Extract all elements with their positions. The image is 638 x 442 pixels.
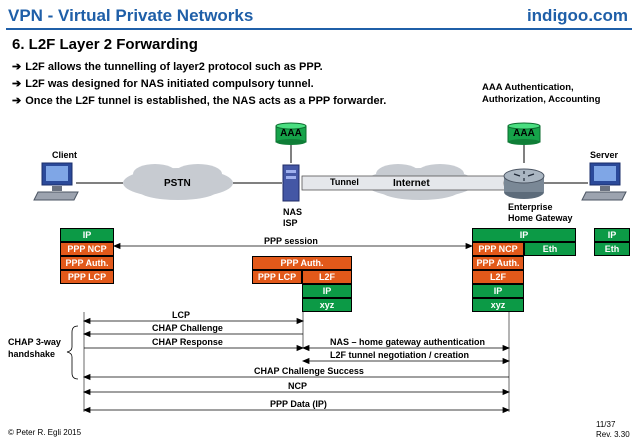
client-stack-ip: IP (60, 228, 114, 242)
router-icon (503, 168, 545, 199)
brand-logo-text: indigoo.com (526, 6, 628, 25)
nas-stack-xyz: xyz (302, 298, 352, 312)
aaa-database-icon-gateway (507, 122, 541, 145)
msg-chap-response: CHAP Response (152, 337, 223, 347)
gw-stack-xyz: xyz (472, 298, 524, 312)
msg-chap-success: CHAP Challenge Success (254, 366, 364, 376)
nas-device-icon (282, 164, 300, 202)
gateway-label: Enterprise Home Gateway (508, 202, 573, 223)
nas-stack-ppp-auth: PPP Auth. (252, 256, 352, 270)
aaa-label-nas: AAA (280, 128, 302, 139)
bullet-1: ➔L2F allows the tunnelling of layer2 pro… (12, 61, 323, 73)
nas-stack-l2f: L2F (302, 270, 352, 284)
server-stack-eth: Eth (594, 242, 630, 256)
revision: Rev. 3.30 (596, 430, 630, 439)
msg-nas-auth: NAS – home gateway authentication (330, 337, 486, 347)
page-number: 11/37 (596, 420, 616, 429)
aaa-note: AAA Authentication, Authorization, Accou… (482, 82, 601, 105)
nas-stack-ip: IP (302, 284, 352, 298)
nas-stack-ppp-lcp: PPP LCP (252, 270, 302, 284)
client-stack-ppp-lcp: PPP LCP (60, 270, 114, 284)
gw-stack-ppp-auth: PPP Auth. (472, 256, 524, 270)
msg-ppp-data: PPP Data (IP) (270, 399, 327, 409)
server-label: Server (590, 150, 619, 160)
tunnel-label: Tunnel (330, 177, 359, 187)
arrow-bullet-icon: ➔ (12, 95, 22, 107)
ppp-session-label: PPP session (264, 236, 318, 246)
gw-stack-ppp-ncp: PPP NCP (472, 242, 524, 256)
client-stack-ppp-auth: PPP Auth. (60, 256, 114, 270)
client-stack-ppp-ncp: PPP NCP (60, 242, 114, 256)
bullet-3: ➔Once the L2F tunnel is established, the… (12, 95, 387, 107)
gw-stack-l2f: L2F (472, 270, 524, 284)
chap-handshake-note: CHAP 3-way handshake (8, 337, 61, 359)
pstn-label: PSTN (164, 178, 191, 189)
msg-lcp: LCP (172, 310, 190, 320)
gw-stack-ip: IP (472, 228, 576, 242)
header-divider (6, 28, 632, 30)
server-computer-icon (581, 162, 627, 201)
copyright: © Peter R. Egli 2015 (8, 428, 82, 437)
client-label: Client (52, 150, 78, 160)
msg-chap-challenge: CHAP Challenge (152, 323, 223, 333)
aaa-label-gateway: AAA (513, 128, 535, 139)
client-computer-icon (33, 162, 79, 201)
internet-label: Internet (393, 178, 430, 189)
msg-l2f-negotiation: L2F tunnel negotiation / creation (330, 350, 470, 360)
server-stack-ip: IP (594, 228, 630, 242)
section-title: 6. L2F Layer 2 Forwarding (12, 36, 198, 53)
bullet-2: ➔L2F was designed for NAS initiated comp… (12, 78, 314, 90)
aaa-database-icon-nas (275, 122, 307, 145)
pstn-cloud-icon (123, 164, 233, 200)
gw-stack-ip-lower: IP (472, 284, 524, 298)
gw-stack-eth: Eth (524, 242, 576, 256)
page-title: VPN - Virtual Private Networks (8, 6, 254, 25)
msg-ncp: NCP (288, 381, 308, 391)
arrow-bullet-icon: ➔ (12, 61, 22, 73)
nas-label: NAS ISP (283, 207, 303, 228)
arrow-bullet-icon: ➔ (12, 78, 22, 90)
